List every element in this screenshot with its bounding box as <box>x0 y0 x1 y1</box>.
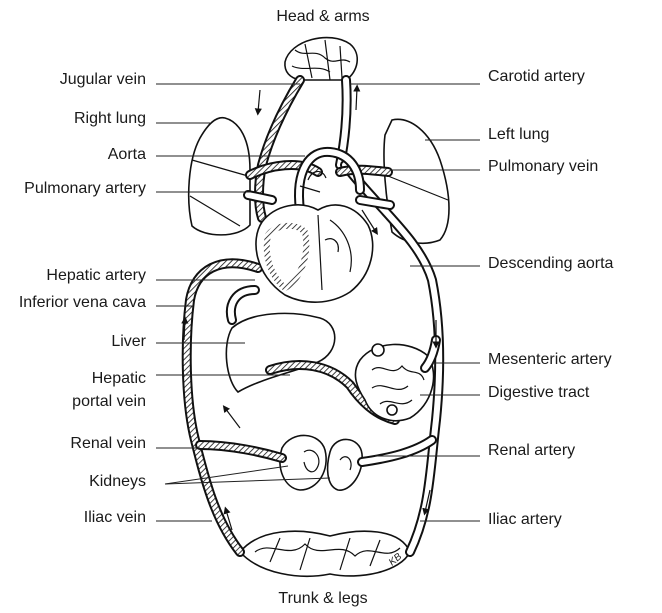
label-iliac-vein: Iliac vein <box>84 509 146 526</box>
label-descending-aorta: Descending aorta <box>488 255 614 272</box>
right-lung <box>187 116 251 236</box>
label-iliac-artery: Iliac artery <box>488 511 562 528</box>
label-trunk-legs: Trunk & legs <box>278 590 367 607</box>
label-aorta: Aorta <box>108 146 146 163</box>
label-left-lung: Left lung <box>488 126 549 143</box>
head-capillary-bed <box>284 36 358 81</box>
label-right-lung: Right lung <box>74 110 146 127</box>
label-hepatic-portal-vein-line1: Hepatic <box>92 370 146 387</box>
label-pulmonary-vein: Pulmonary vein <box>488 158 598 175</box>
heart <box>255 204 374 303</box>
trunk-capillary-bed <box>238 530 411 577</box>
digestive-tract <box>354 343 435 422</box>
liver <box>225 312 336 394</box>
label-renal-artery: Renal artery <box>488 442 575 459</box>
label-hepatic-artery: Hepatic artery <box>46 267 146 284</box>
label-liver: Liver <box>111 333 146 350</box>
label-kidneys: Kidneys <box>89 473 146 490</box>
label-jugular-vein: Jugular vein <box>60 71 146 88</box>
kidneys <box>279 434 327 491</box>
label-renal-vein: Renal vein <box>70 435 146 452</box>
leader-lines <box>156 83 480 522</box>
label-mesenteric-artery: Mesenteric artery <box>488 351 612 368</box>
left-lung <box>383 118 450 245</box>
label-hepatic-portal-vein-line2: portal vein <box>72 393 146 410</box>
label-inferior-vena-cava: Inferior vena cava <box>19 294 146 311</box>
label-head-arms: Head & arms <box>276 8 369 25</box>
label-pulmonary-artery: Pulmonary artery <box>24 180 146 197</box>
label-digestive-tract: Digestive tract <box>488 384 590 401</box>
label-carotid-artery: Carotid artery <box>488 68 585 85</box>
